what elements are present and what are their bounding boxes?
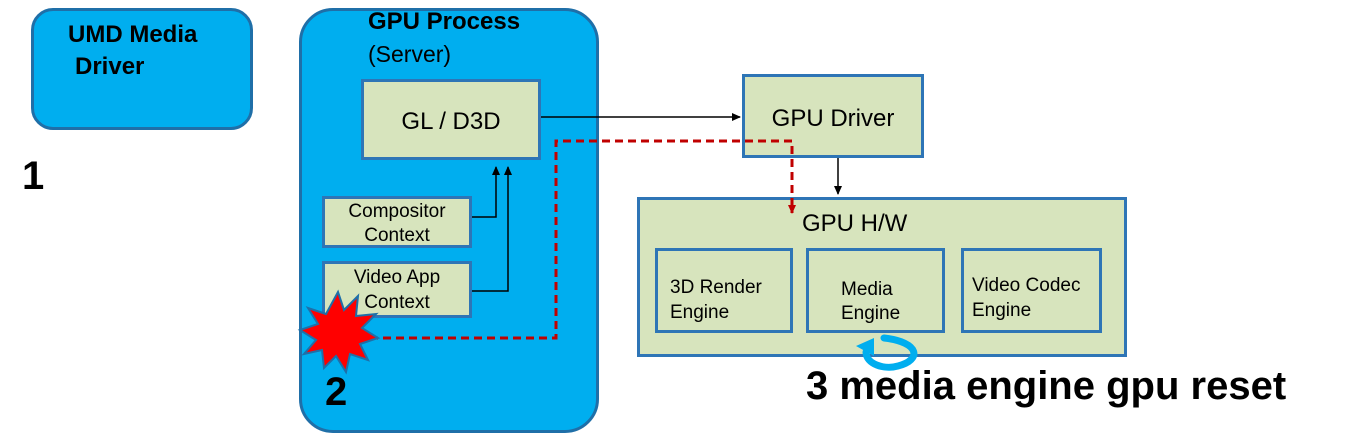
video-app-to-gl-arrow (472, 166, 512, 292)
video-app-line-1: Video App (353, 267, 441, 288)
gl-d3d-box: GL / D3D (361, 79, 541, 160)
video-codec-line-2: Engine (972, 300, 1032, 321)
media-engine-line-2: Engine (841, 303, 901, 324)
media-engine-line-1: Media (841, 279, 893, 300)
gpu-hw-title: GPU H/W (802, 210, 908, 237)
video-codec-line-1: Video Codec (972, 275, 1081, 296)
gpu-driver-box: GPU Driver (742, 74, 924, 158)
step-3-label: 3 media engine gpu reset (806, 364, 1287, 408)
compositor-line-1: Compositor (348, 201, 446, 222)
video-codec-engine-box: Video Codec Engine (961, 248, 1102, 333)
media-engine-box: Media Engine (806, 248, 945, 333)
fault-path-dashed-arrow (370, 139, 796, 340)
compositor-context-box: Compositor Context (322, 196, 472, 248)
umd-line-2: Driver (75, 53, 145, 80)
compositor-line-2: Context (364, 225, 430, 246)
crash-burst-icon (297, 289, 381, 375)
umd-media-driver-box: UMD Media Driver (31, 8, 253, 130)
step-2-label: 2 (325, 370, 348, 414)
3d-render-line-1: 3D Render (670, 277, 762, 298)
umd-line-1: UMD Media (68, 21, 198, 48)
3d-render-line-2: Engine (670, 302, 730, 323)
reset-arrowhead-icon (856, 338, 874, 356)
gl-d3d-label: GL / D3D (401, 108, 501, 135)
3d-render-engine-box: 3D Render Engine (655, 248, 793, 333)
compositor-to-gl-arrow (472, 166, 500, 218)
gpu-process-subtitle: (Server) (368, 41, 452, 67)
gpu-process-title: GPU Process (368, 8, 521, 35)
step-1-label: 1 (22, 154, 45, 198)
gpu-driver-label: GPU Driver (771, 105, 895, 132)
reset-curved-arrow-icon (862, 334, 918, 371)
video-app-line-2: Context (364, 292, 430, 313)
video-app-context-box: Video App Context (322, 261, 472, 318)
